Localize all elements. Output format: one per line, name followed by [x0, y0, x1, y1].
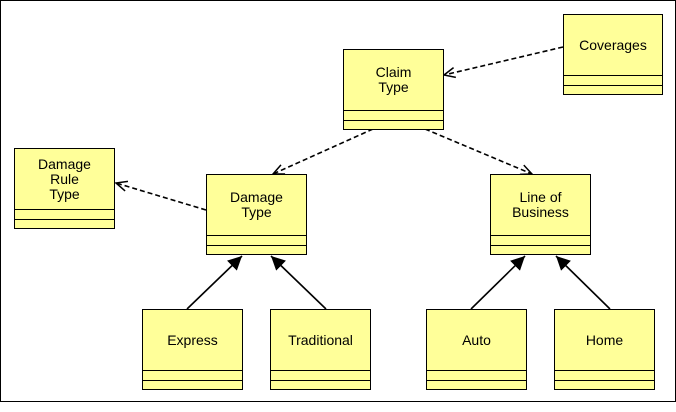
class-name: Coverages	[564, 15, 662, 76]
class-name: Home	[555, 310, 654, 371]
class-name: Traditional	[271, 310, 370, 371]
class-diagram-canvas: Claim Type Coverages Damage Rule Type Da…	[0, 0, 676, 402]
attributes-compartment	[344, 111, 443, 121]
class-home[interactable]: Home	[554, 309, 655, 390]
dependency-arrow-damage-type-to-damage-rule-type	[114, 180, 207, 211]
generalization-arrow-auto-to-line-of-business	[470, 255, 526, 310]
operations-compartment	[143, 381, 242, 389]
class-coverages[interactable]: Coverages	[563, 14, 663, 95]
dependency-arrow-claim-type-to-line-of-business	[424, 128, 534, 176]
class-damage-rule-type[interactable]: Damage Rule Type	[14, 148, 115, 229]
attributes-compartment	[15, 210, 114, 220]
attributes-compartment	[143, 371, 242, 381]
generalization-arrow-home-to-line-of-business	[555, 255, 611, 310]
generalization-arrow-express-to-damage-type	[186, 255, 243, 310]
attributes-compartment	[555, 371, 654, 381]
class-auto[interactable]: Auto	[426, 309, 527, 390]
relations-layer	[114, 46, 611, 310]
class-name: Claim Type	[344, 50, 443, 111]
class-name: Damage Rule Type	[15, 149, 114, 210]
class-name: Line of Business	[491, 175, 590, 236]
operations-compartment	[344, 121, 443, 129]
attributes-compartment	[564, 76, 662, 86]
generalization-arrow-traditional-to-damage-type	[270, 255, 327, 310]
dependency-arrow-claim-type-to-damage-type	[271, 128, 374, 175]
class-traditional[interactable]: Traditional	[270, 309, 371, 390]
class-name: Express	[143, 310, 242, 371]
operations-compartment	[491, 246, 590, 254]
attributes-compartment	[491, 236, 590, 246]
operations-compartment	[555, 381, 654, 389]
dependency-arrow-coverages-to-claim-type	[442, 46, 564, 79]
attributes-compartment	[271, 371, 370, 381]
class-name: Auto	[427, 310, 526, 371]
operations-compartment	[15, 220, 114, 228]
operations-compartment	[564, 86, 662, 94]
class-line-of-business[interactable]: Line of Business	[490, 174, 591, 255]
operations-compartment	[207, 246, 306, 254]
class-express[interactable]: Express	[142, 309, 243, 390]
class-damage-type[interactable]: Damage Type	[206, 174, 307, 255]
class-name: Damage Type	[207, 175, 306, 236]
class-claim-type[interactable]: Claim Type	[343, 49, 444, 130]
attributes-compartment	[207, 236, 306, 246]
attributes-compartment	[427, 371, 526, 381]
operations-compartment	[271, 381, 370, 389]
operations-compartment	[427, 381, 526, 389]
